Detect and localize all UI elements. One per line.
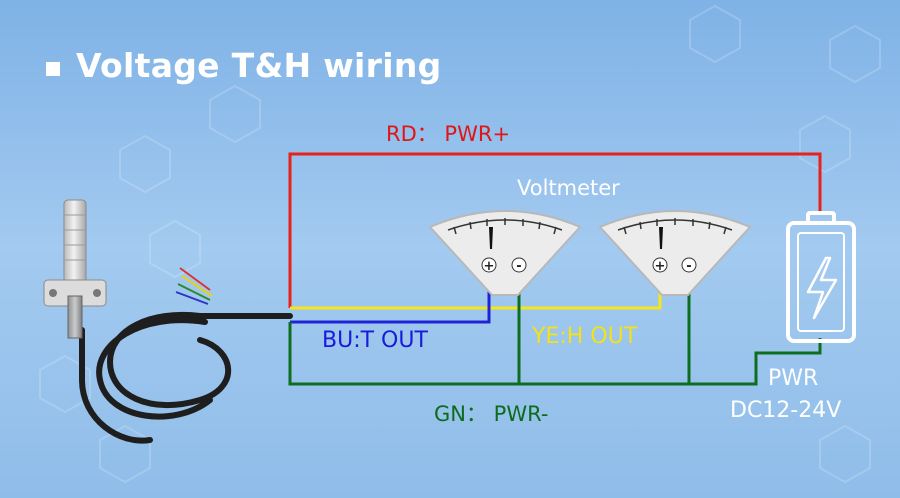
battery-icon: [786, 211, 856, 343]
meter2-plus-sign: +: [655, 259, 666, 274]
sensor-leads: [175, 267, 213, 305]
voltmeter-2: [598, 210, 752, 296]
meter2-plus-terminal: [652, 257, 668, 273]
page-title: Voltage T&H wiring: [46, 46, 442, 85]
meter1-minus-terminal: [511, 257, 527, 273]
blue-wire-label: BU:T OUT: [322, 328, 428, 353]
meter2-minus-terminal: [681, 257, 697, 273]
red-wire: [288, 152, 822, 308]
hexagon-background: [39, 4, 881, 484]
sensor-cable: [79, 312, 293, 444]
yellow-wire-label: YE:H OUT: [532, 324, 638, 349]
title-bullet-icon: [46, 61, 60, 76]
meter1-plus-terminal: [481, 257, 497, 273]
voltmeter-1: [428, 210, 582, 296]
blue-wire: [290, 269, 491, 324]
power-label: PWR: [768, 366, 819, 391]
power-voltage-label: DC12-24V: [730, 398, 842, 423]
meter1-minus-sign: -: [516, 259, 521, 274]
meter1-plus-sign: +: [484, 259, 495, 274]
title-text: Voltage T&H wiring: [76, 46, 442, 85]
voltmeter-label: Voltmeter: [517, 176, 620, 200]
green-wire-label: GN： PWR-: [434, 402, 549, 426]
red-wire-label: RD： PWR+: [386, 122, 511, 146]
meter2-minus-sign: -: [686, 259, 691, 274]
temperature-humidity-sensor-icon: [43, 199, 107, 339]
green-wire: [288, 322, 822, 386]
